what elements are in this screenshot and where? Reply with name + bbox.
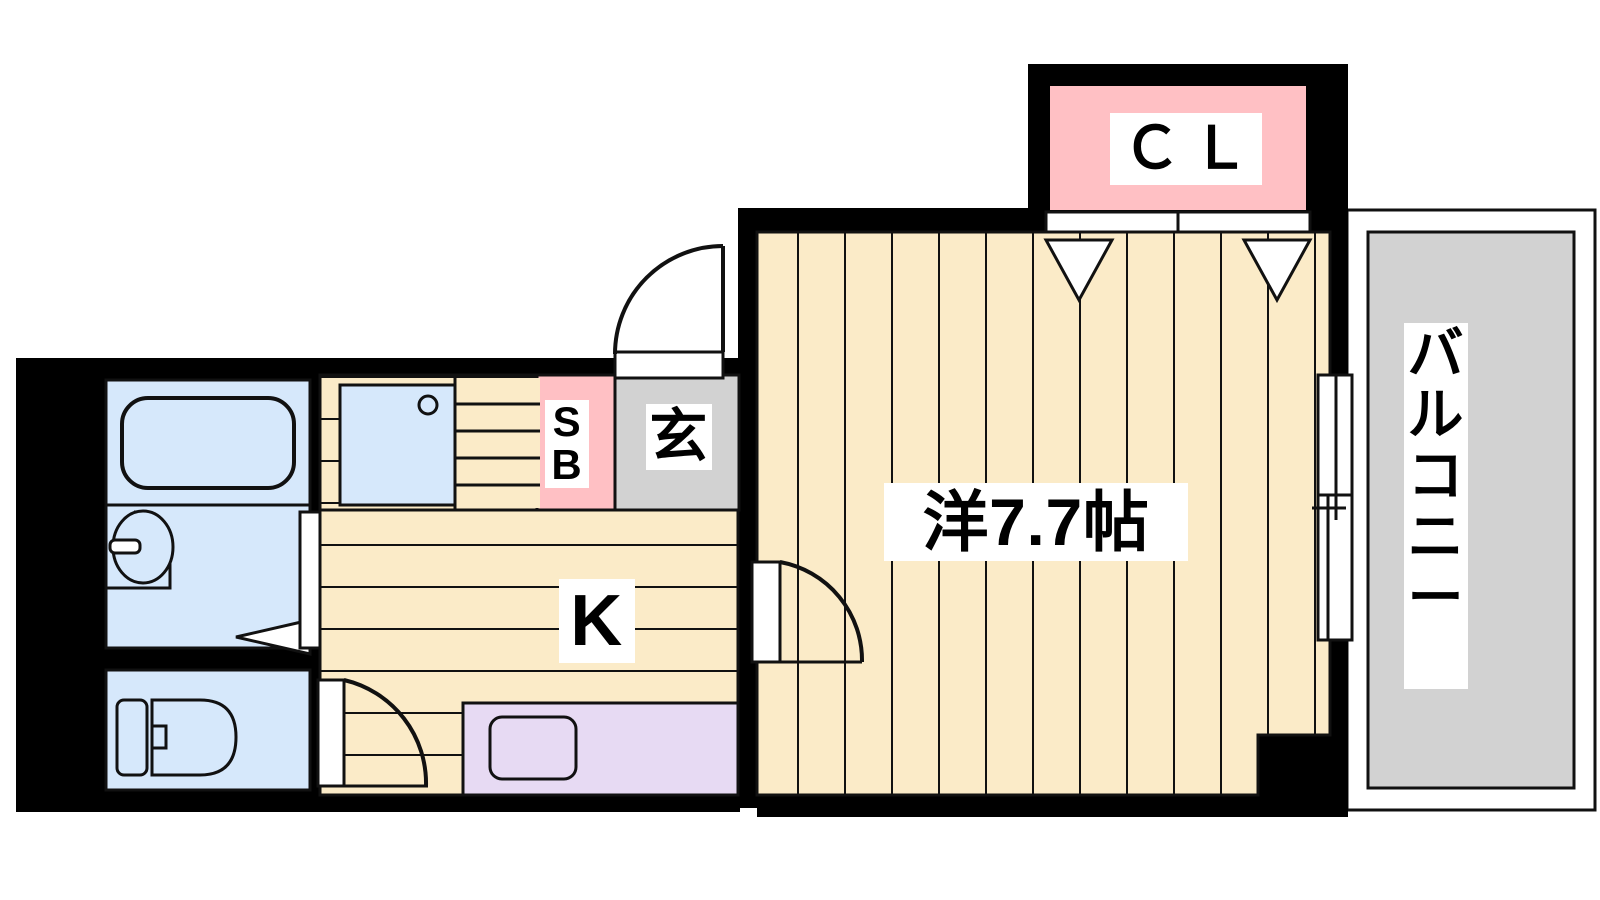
entrance-label: 玄 [646,404,712,470]
kitchen-faucet-icon [417,394,439,416]
toilet-area [104,668,312,792]
balcony-floor [1366,230,1576,790]
kitchen-label: K [559,579,635,663]
room-door-swing-arc [779,560,865,663]
balcony-label-char-1: バ [1407,322,1465,385]
shoe-box-label: S B [545,400,589,488]
closet-fold-triangle-left [1043,238,1115,304]
toilet-door[interactable] [316,678,429,788]
balcony-label: バ ル コ ニ ー [1404,323,1468,689]
toilet-bowl-icon [150,698,238,777]
bathroom-area [104,378,312,507]
toilet-door-swing-arc [343,678,429,787]
shoe-box-label-line-2: B [551,441,583,488]
laundry-area [461,701,740,797]
wall-room-top [740,208,1028,375]
closet-label: ＣＬ [1110,113,1262,185]
wall-exterior-left [16,358,106,812]
kitchen-sink [338,383,460,507]
entrance-door[interactable] [613,244,725,380]
closet-fold-triangle-right [1241,238,1313,304]
stove-range [455,378,540,508]
kitchen-counter [320,378,540,512]
room-door[interactable] [750,560,865,664]
room-door-leaf[interactable] [750,560,782,664]
toilet-seat-detail [152,724,168,750]
entrance-door-leaf-slab[interactable] [613,350,725,380]
balcony-label-char-2: ル [1407,383,1465,447]
balcony-label-char-5: ー [1407,566,1465,630]
washroom-doorway-opening[interactable] [298,510,322,650]
balcony-sliding-door[interactable] [1312,373,1354,642]
washroom-area [104,503,312,656]
shoe-box-label-line-1: S [552,398,582,446]
balcony-label-char-4: ニ [1407,505,1465,569]
basin-faucet-icon [108,538,142,555]
stove-top [455,378,540,508]
washer-drain-pan-icon [488,715,578,781]
toilet-door-leaf[interactable] [316,678,346,788]
toilet-cistern-icon [115,698,149,777]
wall-room-bottom [757,795,1262,817]
balcony-area [1345,208,1597,812]
main-room-label: 洋7.7帖 [884,483,1188,561]
wall-bath-toilet-divider [106,648,320,670]
bathtub-icon [120,396,296,490]
balcony-label-char-3: コ [1407,444,1465,508]
entrance-door-swing-arc [613,244,724,355]
closet-fold-indicators [1043,238,1313,304]
